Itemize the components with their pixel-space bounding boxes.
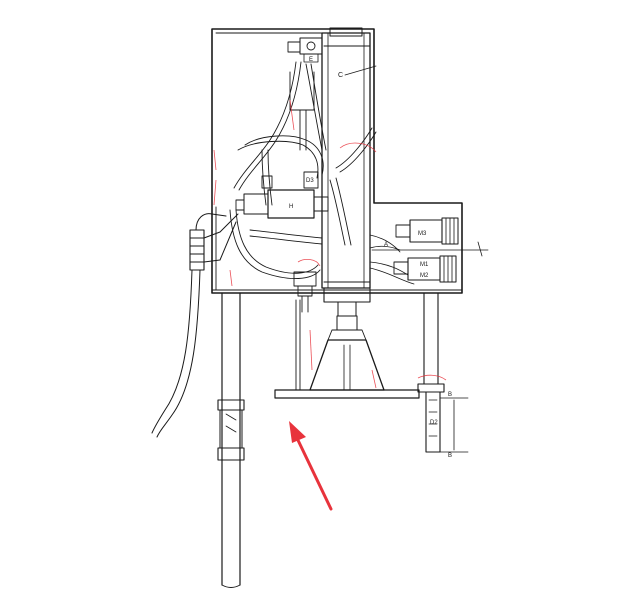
- label-a: A: [384, 242, 388, 248]
- bottom-fitting: [293, 271, 371, 317]
- internal-hoses: [229, 61, 415, 285]
- label-m1: M1: [420, 262, 429, 268]
- label-d3: D3: [306, 178, 314, 184]
- funnel-base: [274, 299, 420, 399]
- label-b-top: B: [448, 392, 452, 398]
- label-e: E: [309, 57, 313, 63]
- label-h: H: [289, 204, 293, 210]
- label-d2: D2: [430, 420, 438, 426]
- top-valve: [287, 37, 323, 63]
- manifold-h: [235, 171, 329, 219]
- label-b-bottom: B: [448, 453, 452, 459]
- right-guide-line: [369, 241, 489, 257]
- component-m2: [393, 255, 457, 283]
- label-m3: M3: [418, 231, 427, 237]
- external-hose: [151, 269, 201, 438]
- label-m2: M2: [420, 273, 429, 279]
- red-highlights: [213, 99, 447, 389]
- left-leg: [217, 292, 245, 588]
- label-c: C: [338, 72, 343, 79]
- right-leg: [417, 292, 469, 453]
- red-pointer-arrow: [289, 421, 333, 511]
- component-m3: [395, 217, 459, 245]
- left-hose-connector: [189, 213, 239, 271]
